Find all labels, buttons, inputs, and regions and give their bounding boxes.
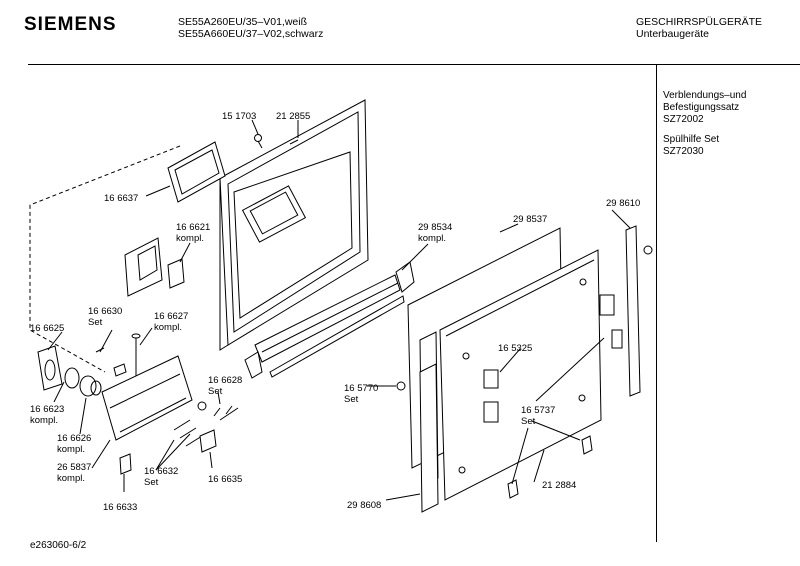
part-label-166633: 16 6633: [103, 502, 138, 513]
part-label-166627: 16 6627 kompl.: [154, 311, 188, 333]
side-rail: [625, 225, 653, 397]
part-note: kompl.: [57, 444, 85, 455]
part-label-166637: 16 6637: [104, 193, 139, 204]
part-label-166623: 16 6623 kompl.: [30, 404, 64, 426]
part-note: Set: [521, 416, 536, 427]
part-note: Set: [88, 317, 103, 328]
part-label-298534: 29 8534 kompl.: [418, 222, 452, 244]
part-note: kompl.: [154, 322, 182, 333]
part-label-166632: 16 6632 Set: [144, 466, 178, 488]
part-label-151703: 15 1703: [222, 111, 257, 122]
small-parts: [95, 333, 239, 475]
part-note: Set: [144, 477, 159, 488]
part-note: kompl.: [30, 415, 58, 426]
screw-part: [254, 134, 263, 149]
part-label-166628: 16 6628 Set: [208, 375, 242, 397]
part-note: Set: [208, 386, 223, 397]
handle-strip: [244, 261, 415, 379]
sidebar-divider: [656, 64, 657, 542]
dispenser-frame: [167, 141, 226, 203]
part-label-298537: 29 8537: [513, 214, 548, 225]
part-label-212884: 21 2884: [542, 480, 577, 491]
brand-logo: SIEMENS: [24, 14, 117, 35]
part-note: kompl.: [176, 233, 204, 244]
sidebar-set-mounting: Verblendungs–und Befestigungssatz SZ7200…: [663, 90, 746, 126]
bracket-parts: [396, 294, 623, 499]
part-note: kompl.: [57, 473, 85, 484]
part-label-298608: 29 8608: [347, 500, 382, 511]
model-numbers: SE55A260EU/35–V01,weiß SE55A660EU/37–V02…: [178, 16, 323, 40]
part-number: 16 6628: [208, 375, 243, 386]
part-label-265837: 26 5837 kompl.: [57, 462, 91, 484]
category-title: GESCHIRRSPÜLGERÄTE Unterbaugeräte: [636, 16, 762, 40]
leader-lines: [47, 119, 631, 501]
part-number: 16 6623: [30, 404, 65, 415]
part-label-166626: 16 6626 kompl.: [57, 433, 91, 455]
bottom-rail: [419, 363, 439, 513]
part-label-165737: 16 5737 Set: [521, 405, 555, 427]
inner-panel: [439, 249, 602, 501]
part-label-298610: 29 8610: [606, 198, 641, 209]
door-panel: [219, 99, 369, 351]
set-mounting-code: SZ72002: [663, 114, 704, 125]
part-label-166630: 16 6630 Set: [88, 306, 122, 328]
category-line-1: GESCHIRRSPÜLGERÄTE: [636, 16, 763, 28]
part-number: 26 5837: [57, 462, 92, 473]
set-rinse-code: SZ72030: [663, 146, 704, 157]
set-rinse-line-1: Spülhilfe Set: [663, 134, 720, 145]
part-note: kompl.: [418, 233, 446, 244]
diagram-code: e263060-6/2: [30, 540, 87, 551]
part-number: 16 6632: [144, 466, 179, 477]
part-label-166621: 16 6621 kompl.: [176, 222, 210, 244]
part-label-166625: 16 6625: [30, 323, 65, 334]
part-number: 16 5770: [344, 383, 379, 394]
model-line-1: SE55A260EU/35–V01,weiß: [178, 16, 307, 28]
part-label-212855: 21 2855: [276, 111, 311, 122]
part-number: 29 8534: [418, 222, 453, 233]
part-label-165770: 16 5770 Set: [344, 383, 378, 405]
dashed-guide-line: [29, 145, 181, 373]
model-line-2: SE55A660EU/37–V02,schwarz: [178, 28, 324, 40]
control-module: [124, 237, 185, 297]
part-number: 16 6626: [57, 433, 92, 444]
sidebar-set-rinse: Spülhilfe Set SZ72030: [663, 134, 719, 158]
part-number: 16 5737: [521, 405, 556, 416]
category-line-2: Unterbaugeräte: [636, 28, 709, 40]
part-label-165325: 16 5325: [498, 343, 533, 354]
part-number: 16 6627: [154, 311, 189, 322]
part-note: Set: [344, 394, 359, 405]
knob-parts: [37, 345, 102, 397]
part-number: 16 6621: [176, 222, 211, 233]
electronic-module: [101, 355, 193, 441]
header-divider: [28, 64, 800, 65]
set-mounting-line-2: Befestigungssatz: [663, 102, 740, 113]
set-mounting-line-1: Verblendungs–und: [663, 90, 747, 101]
part-number: 16 6630: [88, 306, 123, 317]
part-label-166635: 16 6635: [208, 474, 243, 485]
